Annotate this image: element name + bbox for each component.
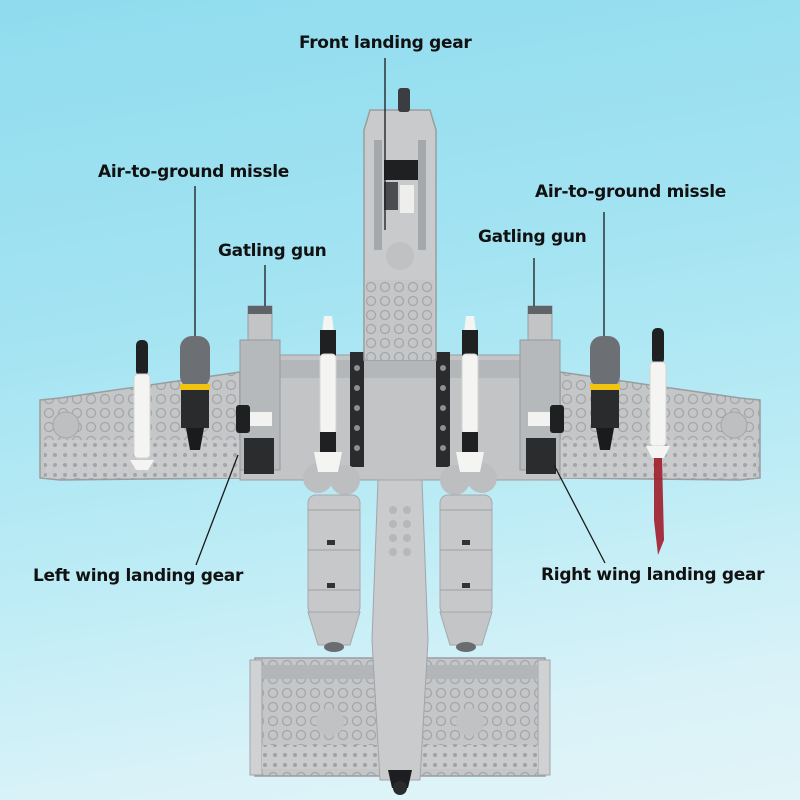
- right-outer-rocket: [646, 328, 670, 555]
- right-air-to-ground-missile: [590, 336, 620, 450]
- label-right-air-to-ground-missile: Air-to-ground missle: [535, 182, 726, 202]
- leader-lines: [194, 58, 606, 566]
- left-outer-rocket: [130, 340, 154, 470]
- label-right-wing-landing-gear: Right wing landing gear: [541, 565, 765, 585]
- leader-right-wing-gear: [553, 464, 606, 564]
- right-engine: [439, 494, 493, 652]
- label-left-air-to-ground-missile: Air-to-ground missle: [98, 162, 289, 182]
- center-wing-section: [239, 352, 561, 495]
- fuselage: [363, 88, 437, 795]
- right-inner-rocket: [456, 316, 484, 472]
- label-left-gatling-gun: Gatling gun: [218, 241, 327, 261]
- left-air-to-ground-missile: [180, 336, 210, 450]
- right-gatling-gun-pod: [519, 305, 564, 474]
- left-gatling-gun-pod: [236, 305, 281, 474]
- label-left-wing-landing-gear: Left wing landing gear: [33, 566, 244, 586]
- label-front-landing-gear: Front landing gear: [299, 33, 472, 53]
- left-inner-rocket: [314, 316, 342, 472]
- label-right-gatling-gun: Gatling gun: [478, 227, 587, 247]
- left-engine: [307, 494, 361, 652]
- leader-left-wing-gear: [195, 454, 239, 566]
